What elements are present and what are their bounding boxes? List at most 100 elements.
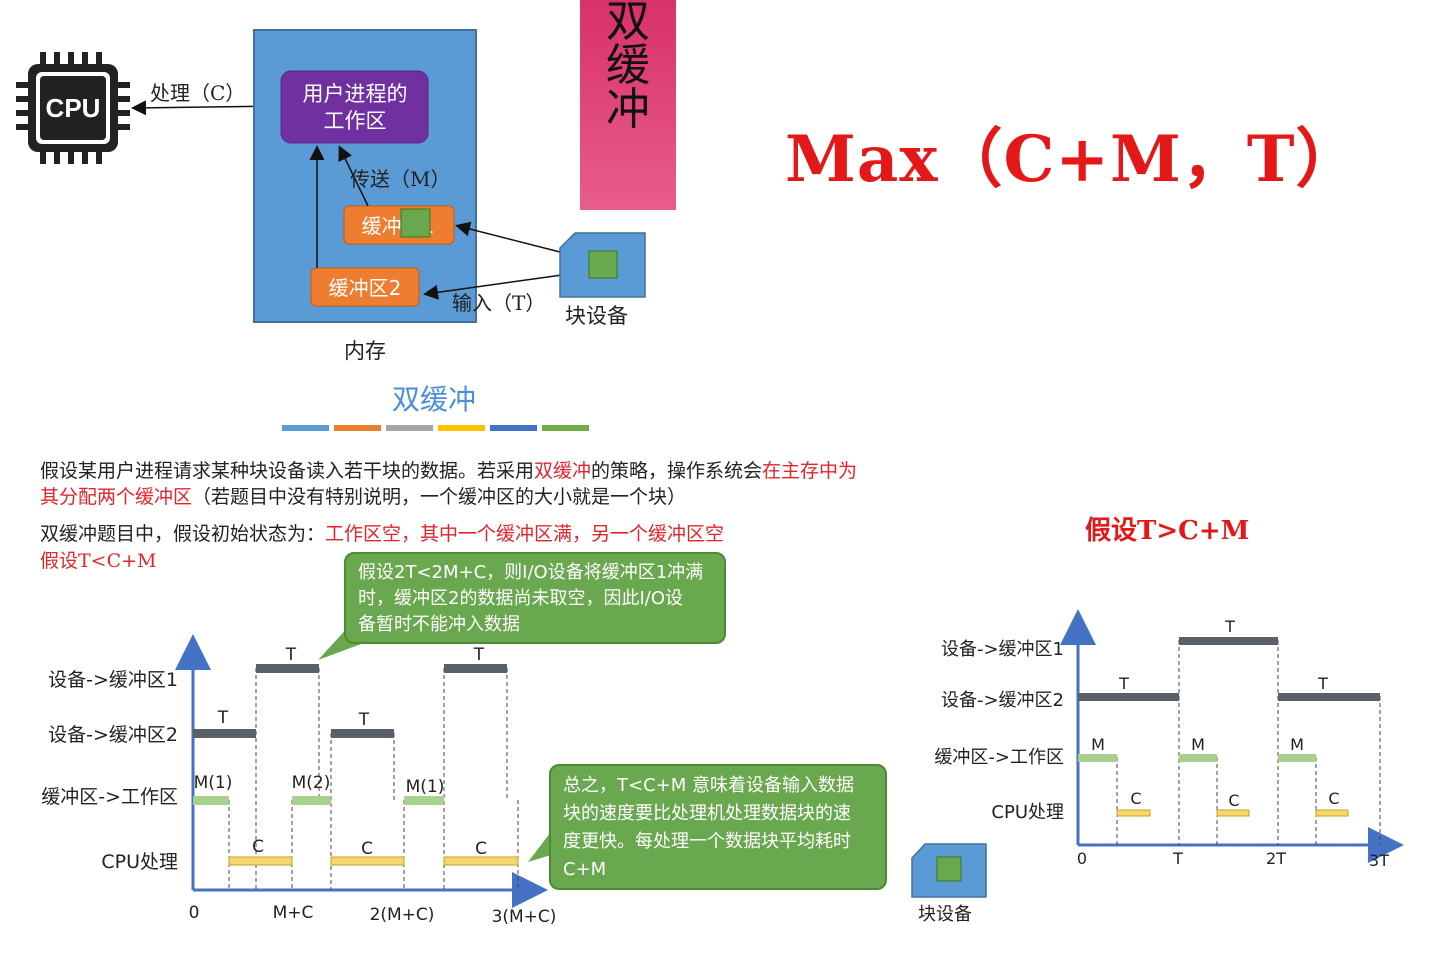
highlight-text: 双缓冲 — [534, 460, 592, 482]
bubble-line: 总之，T<C+M 意味着设备输入数据 — [563, 775, 854, 796]
divider-segment — [386, 425, 433, 431]
text: 的策略，操作系统会 — [591, 460, 763, 482]
right-bar-cpu — [1116, 809, 1151, 817]
text: （若题目中没有特别说明，一个缓冲区的大小就是一个块） — [192, 486, 687, 508]
data-block-icon — [400, 208, 431, 238]
note-bubble-1: 假设2T<2M+C，则I/O设备将缓冲区1冲满 时，缓冲区2的数据尚未取空，因此… — [344, 552, 726, 644]
bubble-line: 假设2T<2M+C，则I/O设备将缓冲区1冲满 — [358, 562, 704, 583]
right-row-label-buf1: 设备->缓冲区1 — [941, 639, 1064, 660]
left-bar-label: T — [473, 645, 485, 665]
left-bar-label: C — [252, 837, 264, 857]
left-row-label-buf1: 设备->缓冲区1 — [48, 669, 178, 691]
right-bar-label: T — [1118, 674, 1129, 693]
right-bar-label: T — [1224, 617, 1235, 636]
divider-segment — [282, 425, 329, 431]
right-row-label-transfer: 缓冲区->工作区 — [934, 747, 1064, 768]
left-bar-transfer — [292, 796, 331, 805]
right-bar-cpu — [1315, 809, 1349, 817]
left-x-tick: M+C — [273, 903, 314, 923]
left-chart: 设备->缓冲区1 设备->缓冲区2 缓冲区->工作区 CPU处理 T T T T… — [41, 634, 557, 927]
left-x-tick: 2(M+C) — [370, 905, 435, 925]
memory-label: 内存 — [344, 339, 386, 363]
paragraph-1: 假设某用户进程请求某种块设备读入若干块的数据。若采用双缓冲的策略，操作系统会在主… — [40, 458, 857, 485]
block-device-label: 块设备 — [565, 304, 628, 328]
left-bar-label: T — [217, 708, 229, 728]
right-bar-label: T — [1317, 674, 1328, 693]
slogan-char: 双 — [606, 0, 650, 47]
assumption-right: 假设T>C+M — [1085, 516, 1250, 546]
divider-segment — [438, 425, 485, 431]
right-x-tick: T — [1172, 849, 1183, 868]
right-row-label-cpu: CPU处理 — [991, 802, 1064, 823]
left-bar-buf1 — [444, 664, 507, 673]
left-bar-label: T — [285, 645, 297, 665]
divider-segment — [542, 425, 589, 431]
buffer2-label: 缓冲区2 — [329, 276, 402, 300]
small-block-device-label: 块设备 — [918, 904, 972, 925]
small-block-device-icon — [911, 843, 987, 898]
device-to-buffer2-arrow — [423, 274, 563, 300]
paragraph-2: 其分配两个缓冲区（若题目中没有特别说明，一个缓冲区的大小就是一个块） — [40, 484, 686, 511]
left-bar-label: C — [475, 839, 487, 859]
bubble-line: 备暂时不能冲入数据 — [358, 614, 520, 635]
note-bubble-2: 总之，T<C+M 意味着设备输入数据 块的速度要比处理机处理数据块的速 度更快。… — [549, 764, 887, 890]
section-title: 双缓冲 — [392, 383, 477, 416]
right-bar-label: M — [1290, 735, 1304, 754]
process-label: 处理（C） — [150, 81, 245, 105]
left-x-tick: 0 — [189, 903, 200, 923]
right-bar-buf2 — [1278, 693, 1380, 701]
right-bar-buf2 — [1078, 693, 1179, 701]
block-device-icon — [559, 232, 646, 298]
input-label: 输入（T） — [452, 291, 545, 315]
divider-segment — [334, 425, 381, 431]
text: 双缓冲题目中，假设初始状态为： — [40, 523, 326, 545]
right-bar-transfer — [1078, 754, 1117, 762]
slogan-char: 缓 — [606, 40, 650, 91]
right-bar-label: C — [1328, 789, 1339, 808]
right-bar-transfer — [1278, 754, 1316, 762]
left-bar-buf2 — [193, 729, 256, 738]
text: 假设某用户进程请求某种块设备读入若干块的数据。若采用 — [40, 460, 535, 482]
right-row-label-buf2: 设备->缓冲区2 — [941, 690, 1064, 711]
work-area-line2: 工作区 — [324, 109, 387, 133]
right-x-tick: 3T — [1369, 851, 1389, 870]
left-bar-transfer — [404, 796, 444, 805]
left-bar-cpu — [228, 856, 293, 866]
buffer2-box — [310, 267, 420, 307]
left-bar-label: T — [358, 710, 370, 730]
left-row-label-cpu: CPU处理 — [101, 851, 178, 873]
left-bar-label: C — [361, 839, 373, 859]
work-area-line1: 用户进程的 — [303, 82, 408, 106]
right-bar-label: M — [1091, 735, 1105, 754]
bubble-line: C+M — [563, 859, 607, 880]
bubble-line: 度更快。每处理一个数据块平均耗时 — [563, 831, 851, 852]
slogan-banner: 双 缓 冲 — [580, 0, 676, 210]
left-bar-buf2 — [331, 729, 394, 738]
cpu-text: CPU — [46, 93, 101, 123]
buffer1-up-arrow — [338, 145, 369, 207]
left-row-label-buf2: 设备->缓冲区2 — [48, 724, 178, 746]
slogan-char: 冲 — [606, 84, 650, 135]
left-bar-label: M(2) — [292, 773, 331, 793]
formula-text: Max（C+M，T） — [785, 122, 1361, 197]
highlight-text: 在主存中为 — [762, 460, 858, 482]
transfer-label: 传送（M） — [350, 167, 450, 191]
right-x-tick: 2T — [1266, 849, 1286, 868]
highlight-text: 其分配两个缓冲区 — [40, 486, 193, 508]
left-bar-cpu — [330, 856, 405, 866]
left-bar-transfer — [193, 796, 229, 805]
right-bar-transfer — [1179, 754, 1217, 762]
divider-segment — [490, 425, 537, 431]
right-bar-buf1 — [1179, 637, 1278, 645]
title-divider — [282, 425, 589, 431]
highlight-text: 工作区空，其中一个缓冲区满，另一个缓冲区空 — [325, 523, 725, 545]
bubble-line: 时，缓冲区2的数据尚未取空，因此I/O设 — [358, 588, 683, 609]
right-bar-cpu — [1216, 809, 1250, 817]
right-bar-label: C — [1130, 789, 1141, 808]
left-bar-buf1 — [256, 664, 319, 673]
bubble-line: 块的速度要比处理机处理数据块的速 — [563, 803, 851, 824]
right-bar-label: C — [1228, 791, 1239, 810]
left-x-tick: 3(M+C) — [492, 907, 557, 927]
device-to-buffer1-arrow — [455, 221, 561, 253]
